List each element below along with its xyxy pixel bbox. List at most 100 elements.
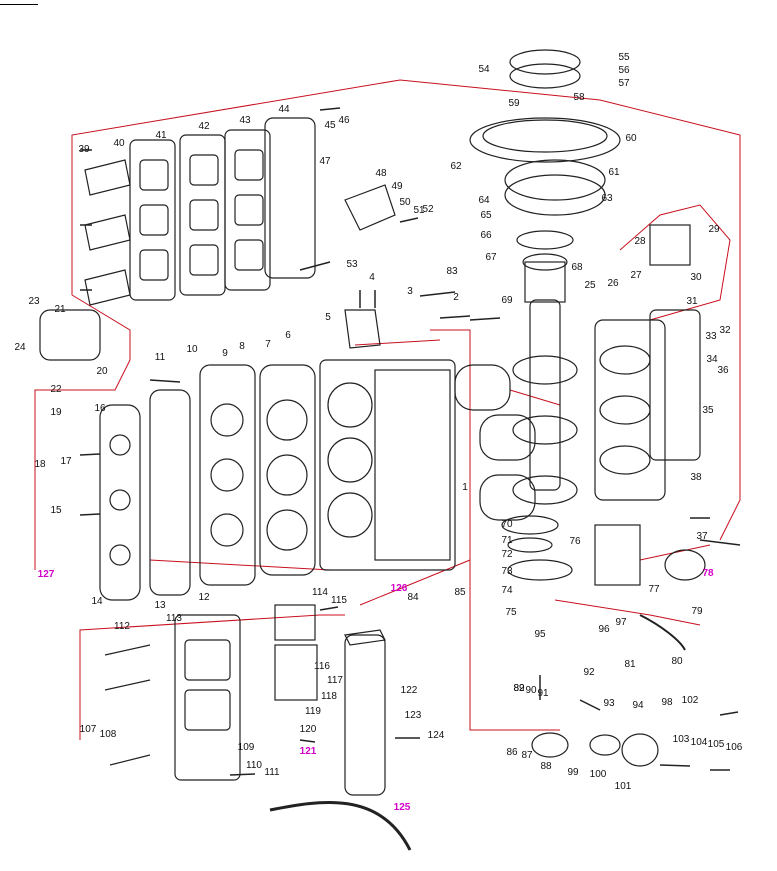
cylinder-block-1	[319, 359, 456, 571]
part-label-110: 110	[246, 760, 262, 771]
plug-lead-b	[104, 679, 151, 691]
part-label-18: 18	[34, 459, 46, 470]
part-label-99: 99	[567, 767, 579, 778]
thermostat-cover	[99, 404, 141, 601]
part-label-88: 88	[540, 761, 552, 772]
part-label-125: 125	[393, 802, 411, 813]
part-label-61: 61	[608, 167, 620, 178]
intake-manifold-43	[264, 117, 316, 279]
part-label-103: 103	[672, 734, 690, 745]
part-label-1: 1	[462, 482, 468, 493]
part-label-28: 28	[634, 236, 646, 247]
part-label-41: 41	[155, 130, 167, 141]
part-label-91: 91	[537, 688, 549, 699]
part-label-21: 21	[54, 304, 66, 315]
part-label-4: 4	[369, 272, 375, 283]
part-label-34: 34	[706, 354, 718, 365]
part-label-9: 9	[222, 348, 228, 359]
part-label-23: 23	[28, 296, 40, 307]
part-label-44: 44	[278, 104, 290, 115]
part-label-51: 51	[413, 205, 425, 216]
hose-125	[269, 800, 412, 851]
part-label-53: 53	[346, 259, 358, 270]
part-label-5: 5	[325, 312, 331, 323]
part-label-122: 122	[400, 685, 418, 696]
part-label-43: 43	[239, 115, 251, 126]
crankshaft	[529, 299, 561, 491]
part-label-62: 62	[450, 161, 462, 172]
part-label-73: 73	[501, 566, 513, 577]
part-label-40: 40	[113, 138, 125, 149]
part-label-60: 60	[625, 133, 637, 144]
part-label-22: 22	[50, 384, 62, 395]
part-label-54: 54	[478, 64, 490, 75]
part-label-89: 89	[513, 683, 525, 694]
part-label-83: 83	[446, 266, 458, 277]
part-label-17: 17	[60, 456, 72, 467]
part-label-105: 105	[707, 739, 725, 750]
part-label-84: 84	[407, 592, 419, 603]
part-label-10: 10	[186, 344, 198, 355]
gasket-41	[129, 139, 176, 301]
part-label-114: 114	[312, 587, 328, 598]
part-label-35: 35	[702, 405, 714, 416]
stator-60	[504, 159, 606, 201]
part-label-29: 29	[708, 224, 720, 235]
part-label-81: 81	[624, 659, 636, 670]
cylinder-head-9	[199, 364, 256, 586]
ring-100	[589, 734, 621, 756]
piston-top	[454, 364, 511, 411]
part-label-119: 119	[305, 706, 321, 717]
part-label-33: 33	[705, 331, 717, 342]
part-label-66: 66	[480, 230, 492, 241]
part-label-27: 27	[630, 270, 642, 281]
part-label-112: 112	[114, 621, 130, 632]
arm-101	[621, 733, 659, 767]
crankcase-half	[594, 319, 666, 501]
reed-valve-40c	[84, 269, 131, 306]
plug-lead-a	[104, 644, 151, 656]
part-label-70: 70	[501, 519, 513, 530]
part-label-90: 90	[525, 685, 537, 696]
part-label-3: 3	[407, 286, 413, 297]
part-label-6: 6	[285, 330, 291, 341]
part-label-24: 24	[14, 342, 26, 353]
part-label-75: 75	[505, 607, 517, 618]
part-label-92: 92	[583, 667, 595, 678]
flywheel-59	[469, 117, 621, 163]
electrical-bracket-113	[174, 614, 241, 781]
part-label-37: 37	[696, 531, 708, 542]
part-label-46: 46	[338, 115, 350, 126]
part-label-50: 50	[399, 197, 411, 208]
reed-valve-40a	[84, 159, 131, 196]
part-label-11: 11	[154, 352, 166, 363]
part-label-116: 116	[314, 661, 330, 672]
lift-bracket-5	[344, 309, 381, 349]
part-label-39: 39	[78, 144, 90, 155]
part-label-96: 96	[598, 624, 610, 635]
part-label-126: 126	[390, 583, 408, 594]
thermostat-77	[664, 549, 706, 581]
part-label-108: 108	[99, 729, 117, 740]
part-label-120: 120	[299, 724, 317, 735]
part-label-85: 85	[454, 587, 466, 598]
part-label-67: 67	[485, 252, 497, 263]
part-label-117: 117	[327, 675, 343, 686]
part-label-13: 13	[154, 600, 166, 611]
starter-cup-53	[509, 49, 581, 75]
part-label-26: 26	[607, 278, 619, 289]
plug-lead-c	[109, 754, 151, 766]
part-label-106: 106	[725, 742, 743, 753]
part-label-98: 98	[661, 697, 673, 708]
part-label-87: 87	[521, 750, 533, 761]
part-label-86: 86	[506, 747, 518, 758]
corner-mark	[0, 0, 38, 5]
part-outlines	[39, 49, 741, 851]
part-label-121: 121	[299, 746, 317, 757]
part-label-48: 48	[375, 168, 387, 179]
part-label-124: 124	[427, 730, 445, 741]
part-label-12: 12	[198, 592, 210, 603]
part-label-77: 77	[648, 584, 660, 595]
part-label-19: 19	[50, 407, 62, 418]
